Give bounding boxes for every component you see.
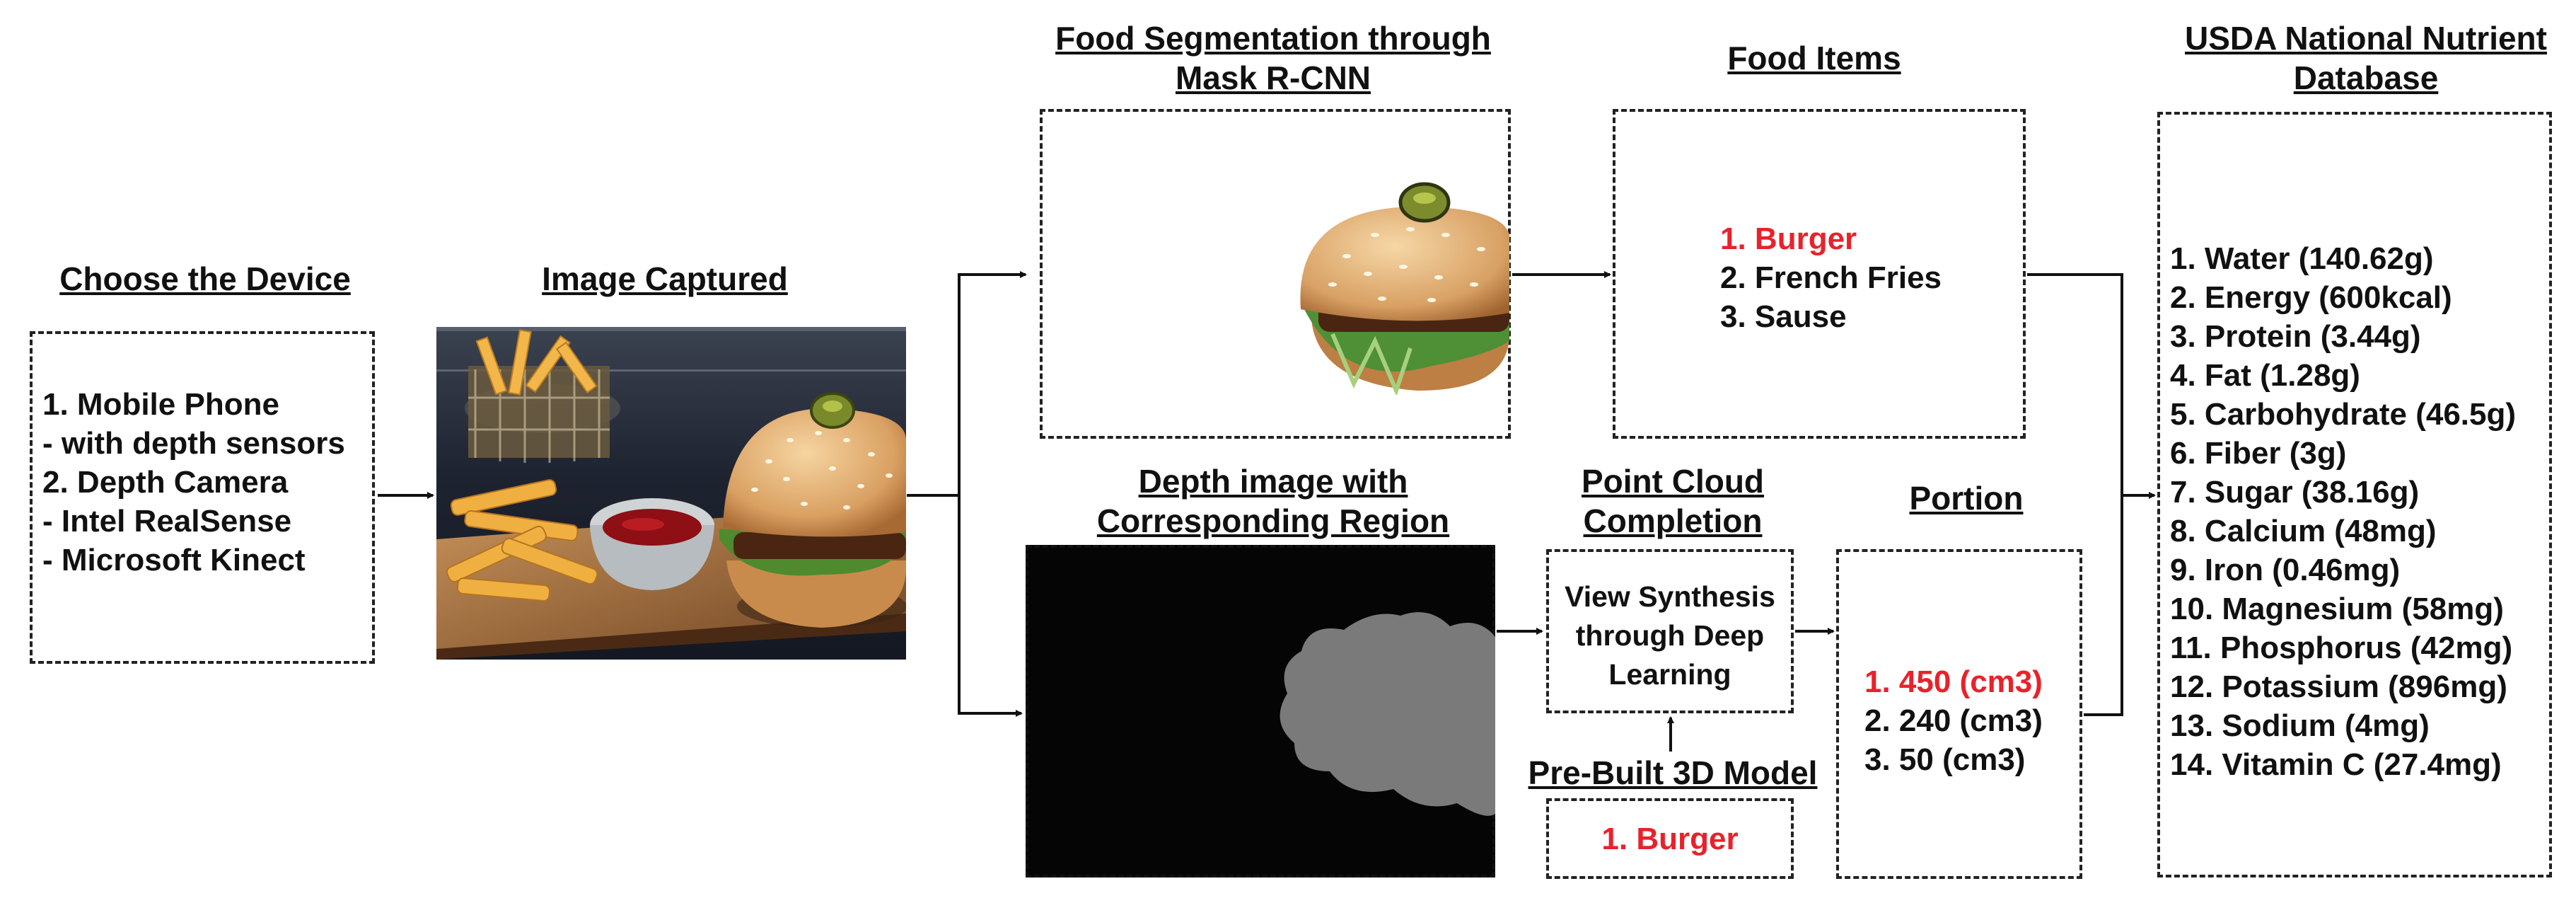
depth-region-image: [1280, 612, 1495, 816]
portion-list: 1. 450 (cm3) 2. 240 (cm3) 3. 50 (cm3): [1864, 662, 2043, 779]
device-item: - Intel RealSense: [42, 504, 292, 539]
depth-image-box: [1026, 545, 1495, 877]
title-point-cloud-line2: Completion: [1583, 502, 1763, 539]
nutrient-item: 3. Protein (3.44g): [2170, 319, 2421, 354]
title-image-captured: Image Captured: [542, 260, 788, 297]
portion-item: 3. 50 (cm3): [1864, 742, 2026, 777]
captured-food-photo: [436, 327, 906, 660]
portion-item: 1. 450 (cm3): [1864, 664, 2043, 699]
segmented-burger-image: [1300, 182, 1509, 395]
portion-item: 2. 240 (cm3): [1864, 703, 2043, 738]
arrow-image-to-depth: [958, 495, 1023, 717]
usda-box: [2157, 112, 2552, 877]
food-items-list: 1. Burger 2. French Fries 3. Sause: [1720, 219, 1942, 336]
view-synthesis-line: Learning: [1608, 658, 1731, 691]
nutrient-item: 12. Potassium (896mg): [2170, 669, 2507, 704]
nutrient-item: 9. Iron (0.46mg): [2170, 553, 2401, 587]
food-items-box: [1613, 109, 2026, 439]
nutrient-item: 5. Carbohydrate (46.5g): [2170, 397, 2517, 432]
nutrient-item: 4. Fat (1.28g): [2170, 358, 2360, 393]
title-segmentation: Food Segmentation through Mask R-CNN: [1033, 18, 1514, 98]
food-item: 2. French Fries: [1720, 260, 1942, 295]
nutrient-item: 14. Vitamin C (27.4mg): [2170, 747, 2502, 782]
prebuilt-model-box: [1546, 798, 1794, 879]
view-synthesis-box: [1546, 549, 1794, 713]
title-usda-line2: Database: [2293, 59, 2439, 96]
nutrient-item: 10. Magnesium (58mg): [2170, 592, 2504, 626]
title-depth-line1: Depth image with: [1138, 463, 1408, 500]
title-choose-device: Choose the Device: [59, 260, 351, 297]
nutrient-item: 8. Calcium (48mg): [2170, 514, 2437, 548]
view-synthesis-text: View Synthesis through Deep Learning: [1546, 577, 1794, 694]
nutrient-list: 1. Water (140.62g) 2. Energy (600kcal) 3…: [2170, 239, 2516, 784]
nutrient-item: 11. Phosphorus (42mg): [2170, 631, 2513, 665]
portion-box: [1836, 549, 2082, 879]
title-food-items: Food Items: [1727, 40, 1901, 76]
nutrient-item: 1. Water (140.62g): [2170, 241, 2434, 276]
device-item: 2. Depth Camera: [42, 465, 289, 500]
title-segmentation-line2: Mask R-CNN: [1175, 59, 1371, 96]
view-synthesis-line: through Deep: [1575, 619, 1765, 652]
title-usda: USDA National Nutrient Database: [2157, 18, 2575, 98]
nutrient-item: 7. Sugar (38.16g): [2170, 475, 2420, 510]
title-prebuilt-model: Pre-Built 3D Model: [1528, 754, 1818, 791]
food-item: 1. Burger: [1720, 221, 1857, 256]
device-item: - Microsoft Kinect: [42, 543, 306, 577]
title-depth-image: Depth image with Corresponding Region: [1026, 461, 1521, 541]
arrow-image-split: [907, 271, 1027, 497]
nutrient-item: 13. Sodium (4mg): [2170, 708, 2430, 743]
prebuilt-model-item: 1. Burger: [1601, 822, 1739, 856]
title-point-cloud-line1: Point Cloud: [1581, 463, 1765, 500]
nutrient-item: 6. Fiber (3g): [2170, 436, 2347, 471]
view-synthesis-line: View Synthesis: [1565, 580, 1775, 613]
device-box: [30, 331, 375, 664]
title-segmentation-line1: Food Segmentation through: [1055, 20, 1491, 57]
segmentation-box: [1040, 109, 1511, 439]
title-portion: Portion: [1909, 480, 2024, 517]
device-item: 1. Mobile Phone: [42, 387, 279, 422]
arrow-items-to-usda: [2027, 273, 2156, 499]
food-item: 3. Sause: [1720, 299, 1847, 334]
device-item: - with depth sensors: [42, 426, 345, 461]
nutrient-item: 2. Energy (600kcal): [2170, 280, 2452, 315]
title-usda-line1: USDA National Nutrient: [2185, 20, 2547, 57]
title-point-cloud: Point Cloud Completion: [1549, 461, 1797, 541]
title-depth-line2: Corresponding Region: [1096, 502, 1450, 539]
arrow-portion-to-usda: [2084, 495, 2123, 716]
device-list: 1. Mobile Phone - with depth sensors 2. …: [42, 385, 345, 580]
